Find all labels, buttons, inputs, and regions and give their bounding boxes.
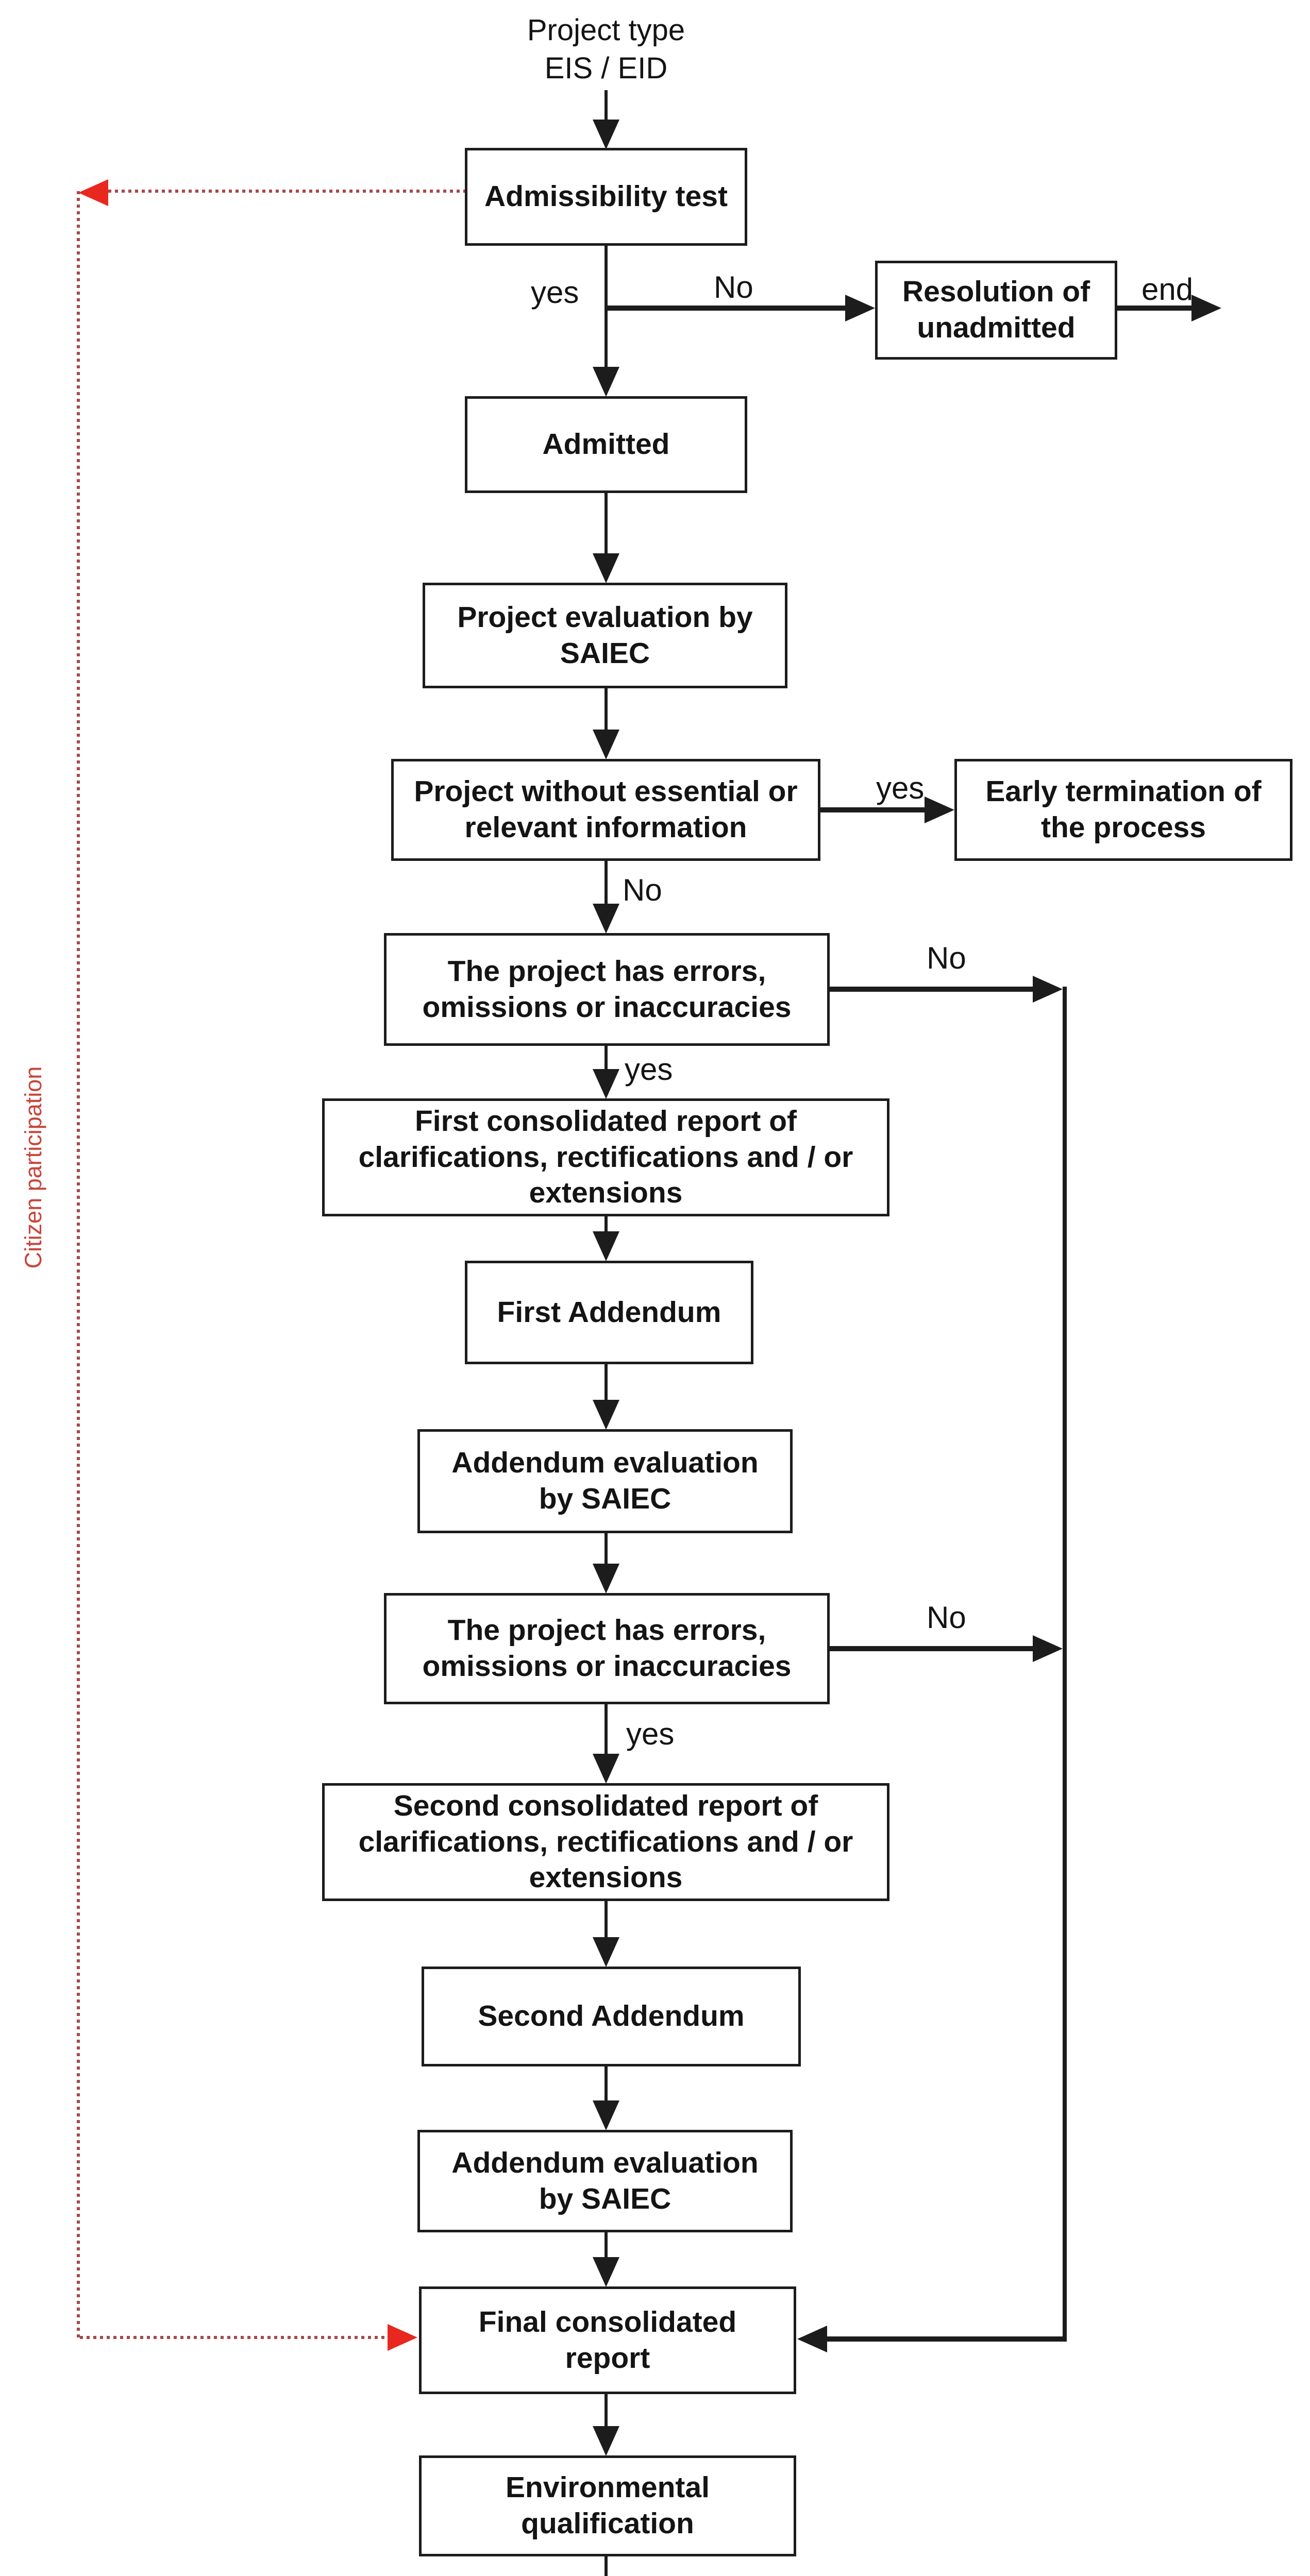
label-yes-errors2: yes: [626, 1717, 675, 1751]
edge-evaluation-withoutinfo-arrowhead: [593, 730, 619, 759]
edge-withoutinfo-early-arrowhead: [925, 796, 954, 823]
edge-bypass-into-final-arrowhead: [797, 2326, 827, 2352]
edge-admitted-evaluation-line: [604, 493, 608, 553]
edge-start-admissibility-arrowhead: [593, 120, 619, 149]
node-label: Admissibility test: [484, 180, 728, 213]
label-yes-withoutinfo: yes: [876, 771, 925, 805]
edge-secondaddendum-eval2-line: [604, 2066, 608, 2100]
label-yes-errors1: yes: [625, 1052, 673, 1087]
node-label: Admitted: [542, 428, 670, 461]
edge-eval2-finalreport-line: [604, 2232, 608, 2257]
node-label: Environmental qualification: [506, 2471, 710, 2540]
edge-firstreport-firstaddendum-arrowhead: [593, 1231, 619, 1261]
start-label: Project type EIS / EID: [527, 13, 685, 86]
label-end: end: [1141, 272, 1194, 307]
edge-errors2-secondreport-arrowhead: [593, 1754, 619, 1784]
label-no-withoutinfo: No: [623, 873, 662, 907]
label-no-errors1: No: [927, 941, 966, 975]
edge-errors2-no-arrowhead: [1033, 1635, 1063, 1662]
edge-errors1-firstreport-arrowhead: [593, 1069, 619, 1099]
edge-finalreport-qualification-line: [604, 2394, 608, 2426]
node-label: Addendum evaluation by SAIEC: [451, 2146, 759, 2215]
node-errors-check-2: The project has errors, omissions or ina…: [384, 1593, 830, 1704]
node-addendum-evaluation-1: Addendum evaluation by SAIEC: [417, 1429, 793, 1533]
node-first-consolidated-report: First consolidated report of clarificati…: [322, 1098, 889, 1216]
edge-secondreport-secondaddendum-arrowhead: [593, 1937, 619, 1967]
node-label: Project evaluation by SAIEC: [457, 600, 753, 670]
node-admissibility-test: Admissibility test: [465, 148, 747, 246]
label-no-admissibility: No: [714, 270, 753, 304]
node-project-without-info: Project without essential or relevant in…: [391, 759, 820, 861]
edge-start-admissibility-line: [604, 90, 608, 120]
node-early-termination: Early termination of the process: [954, 759, 1292, 861]
node-label: Addendum evaluation by SAIEC: [451, 1446, 759, 1515]
edge-citizen-corner-arrowhead: [78, 179, 108, 206]
edge-citizen-top-dotted-line: [108, 190, 465, 193]
node-addendum-evaluation-2: Addendum evaluation by SAIEC: [417, 2130, 793, 2232]
node-label: First Addendum: [497, 1295, 721, 1329]
edge-bypass-into-final-line: [827, 2336, 1067, 2342]
edge-withoutinfo-errors1-arrowhead: [593, 904, 619, 934]
edge-eval1-errors2-line: [604, 1533, 608, 1564]
edge-admitted-evaluation-arrowhead: [593, 553, 619, 583]
node-label: Final consolidated report: [478, 2305, 737, 2375]
edge-eval2-finalreport-arrowhead: [593, 2257, 619, 2287]
edge-qualification-license-line: [604, 2556, 608, 2576]
edge-admissibility-resolution-line: [606, 306, 845, 311]
edge-citizen-vertical-dotted-line: [77, 191, 80, 2337]
node-final-consolidated-report: Final consolidated report: [419, 2286, 796, 2394]
edge-errors2-secondreport-line: [604, 1704, 608, 1754]
edge-secondreport-secondaddendum-line: [604, 1901, 608, 1937]
edge-resolution-end-arrowhead: [1191, 295, 1221, 321]
node-label: First consolidated report of clarificati…: [358, 1105, 853, 1210]
node-label: Second consolidated report of clarificat…: [358, 1789, 853, 1894]
node-errors-check-1: The project has errors, omissions or ina…: [384, 933, 830, 1046]
edge-withoutinfo-errors1-line: [604, 861, 608, 904]
node-environmental-qualification: Environmental qualification: [419, 2455, 796, 2556]
edge-evaluation-withoutinfo-line: [604, 688, 608, 730]
citizen-participation-label: Citizen participation: [20, 1066, 46, 1269]
node-second-addendum: Second Addendum: [422, 1967, 801, 2066]
node-label: Early termination of the process: [985, 775, 1262, 844]
node-resolution-of-unadmitted: Resolution of unadmitted: [875, 261, 1117, 360]
edge-errors1-firstreport-line: [604, 1046, 608, 1070]
edge-secondaddendum-eval2-arrowhead: [593, 2100, 619, 2130]
node-label: The project has errors, omissions or ina…: [422, 1614, 792, 1683]
edge-eval1-errors2-arrowhead: [593, 1564, 619, 1594]
edge-firstaddendum-eval1-arrowhead: [593, 1400, 619, 1430]
node-second-consolidated-report: Second consolidated report of clarificat…: [322, 1783, 889, 1901]
edge-firstreport-firstaddendum-line: [604, 1216, 608, 1232]
edge-admissibility-admitted-arrowhead: [593, 367, 619, 397]
edge-errors2-no-line: [830, 1646, 1033, 1651]
label-no-errors2: No: [927, 1600, 966, 1635]
edge-withoutinfo-early-line: [820, 807, 925, 812]
node-label: Second Addendum: [478, 1999, 745, 2033]
node-label: The project has errors, omissions or ina…: [422, 954, 792, 1024]
edge-resolution-end-line: [1117, 306, 1191, 311]
edge-errors1-no-line: [830, 987, 1033, 992]
edge-admissibility-resolution-arrowhead: [845, 295, 875, 321]
node-label: Project without essential or relevant in…: [414, 775, 798, 844]
edge-errors1-no-arrowhead: [1033, 976, 1063, 1003]
label-yes-admissibility: yes: [531, 275, 579, 310]
edge-firstaddendum-eval1-line: [604, 1364, 608, 1400]
edge-citizen-final-arrowhead: [388, 2324, 417, 2351]
node-project-evaluation-saiec: Project evaluation by SAIEC: [423, 583, 787, 688]
edge-citizen-bottom-dotted-line: [80, 2336, 388, 2339]
node-label: Resolution of unadmitted: [902, 275, 1090, 344]
edge-bypass-vertical-line: [1063, 987, 1067, 2342]
node-admitted: Admitted: [465, 396, 747, 493]
edge-finalreport-qualification-arrowhead: [593, 2426, 619, 2456]
node-first-addendum: First Addendum: [465, 1261, 753, 1364]
